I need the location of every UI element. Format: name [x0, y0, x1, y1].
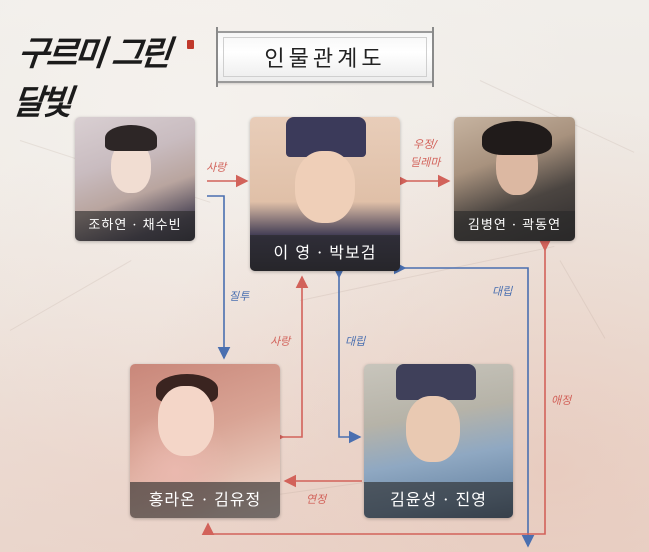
relation-label-friendship-line1: 우정/ [413, 138, 437, 151]
page-title: 인물관계도 [223, 37, 427, 77]
face-shape [295, 151, 355, 223]
character-card-lee-yeong[interactable]: 이 영 · 박보검 [250, 117, 400, 271]
hat-shape [286, 117, 366, 157]
red-seal-icon [187, 40, 194, 49]
title-scroll-banner: 인물관계도 [216, 27, 434, 87]
character-caption: 김윤성 · 진영 [364, 482, 513, 518]
character-caption: 이 영 · 박보검 [250, 235, 400, 271]
drama-logo: 구르미 그린 달빛 [11, 22, 196, 123]
character-caption: 조하연 · 채수빈 [75, 211, 195, 241]
line-love-raon-yeong [271, 275, 309, 444]
character-card-kim-byeong-yeon[interactable]: 김병연 · 곽동연 [454, 117, 575, 241]
hair-shape [482, 121, 552, 155]
relation-label-love-raon: 사랑 [270, 335, 291, 348]
hair-shape [105, 125, 157, 151]
face-shape [406, 396, 460, 462]
relation-label-longing: 연정 [306, 493, 327, 506]
character-card-kim-yun-seong[interactable]: 김윤성 · 진영 [364, 364, 513, 518]
relation-label-conflict-right: 대립 [492, 285, 513, 298]
relation-label-affection: 애정 [551, 394, 572, 407]
character-card-hong-ra-on[interactable]: 홍라온 · 김유정 [130, 364, 280, 518]
line-affection-byeongyeon-raon [201, 238, 552, 536]
line-jealousy-hayeon-raon [207, 195, 231, 360]
relation-label-friendship-line2: 딜레마 [410, 156, 441, 169]
character-caption: 홍라온 · 김유정 [130, 482, 280, 518]
relation-label-jealousy: 질투 [229, 290, 250, 303]
hat-shape [396, 364, 476, 400]
character-caption: 김병연 · 곽동연 [454, 211, 575, 241]
line-conflict-yunseong-yeong [332, 265, 362, 444]
character-card-jo-ha-yeon[interactable]: 조하연 · 채수빈 [75, 117, 195, 241]
relation-label-love: 사랑 [206, 161, 227, 174]
face-shape [158, 386, 214, 456]
relation-label-conflict-yunseong: 대립 [345, 335, 366, 348]
